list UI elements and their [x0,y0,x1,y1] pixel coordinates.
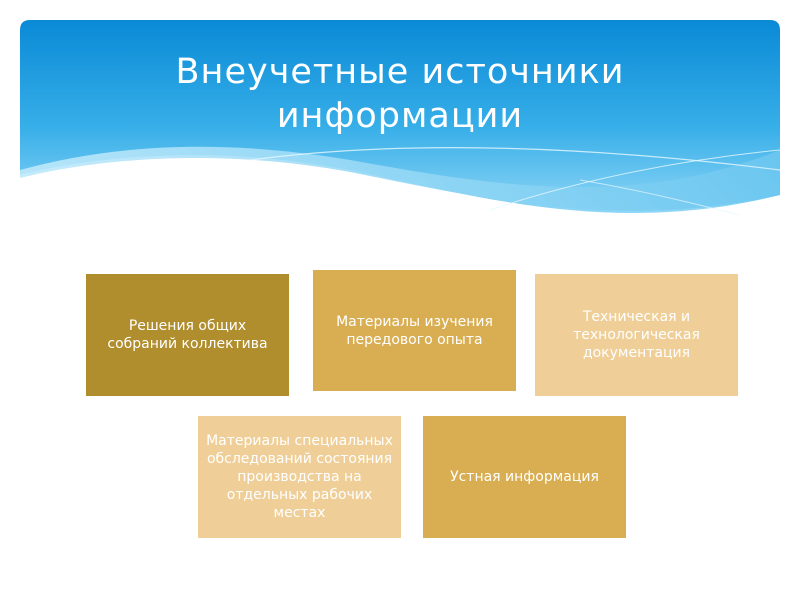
source-box-label: Материалы изучения передового опыта [336,313,493,348]
sky-wave-background [20,20,780,216]
source-box-label: Устная информация [450,469,599,485]
source-box-oral: Устная информация [423,416,626,538]
source-box-meetings: Решения общих собраний коллектива [86,274,289,396]
source-box-surveys: Материалы специальных обследований состо… [198,416,401,538]
source-box-best-practice: Материалы изучения передового опыта [313,270,516,391]
source-box-label: Техническая и технологическая документац… [573,309,700,361]
source-box-tech-docs: Техническая и технологическая документац… [535,274,738,396]
source-box-label: Материалы специальных обследований состо… [206,433,393,521]
page-title: Внеучетные источники информации [175,52,625,136]
header-banner: Внеучетные источники информации [20,20,780,230]
source-box-label: Решения общих собраний коллектива [107,318,268,352]
